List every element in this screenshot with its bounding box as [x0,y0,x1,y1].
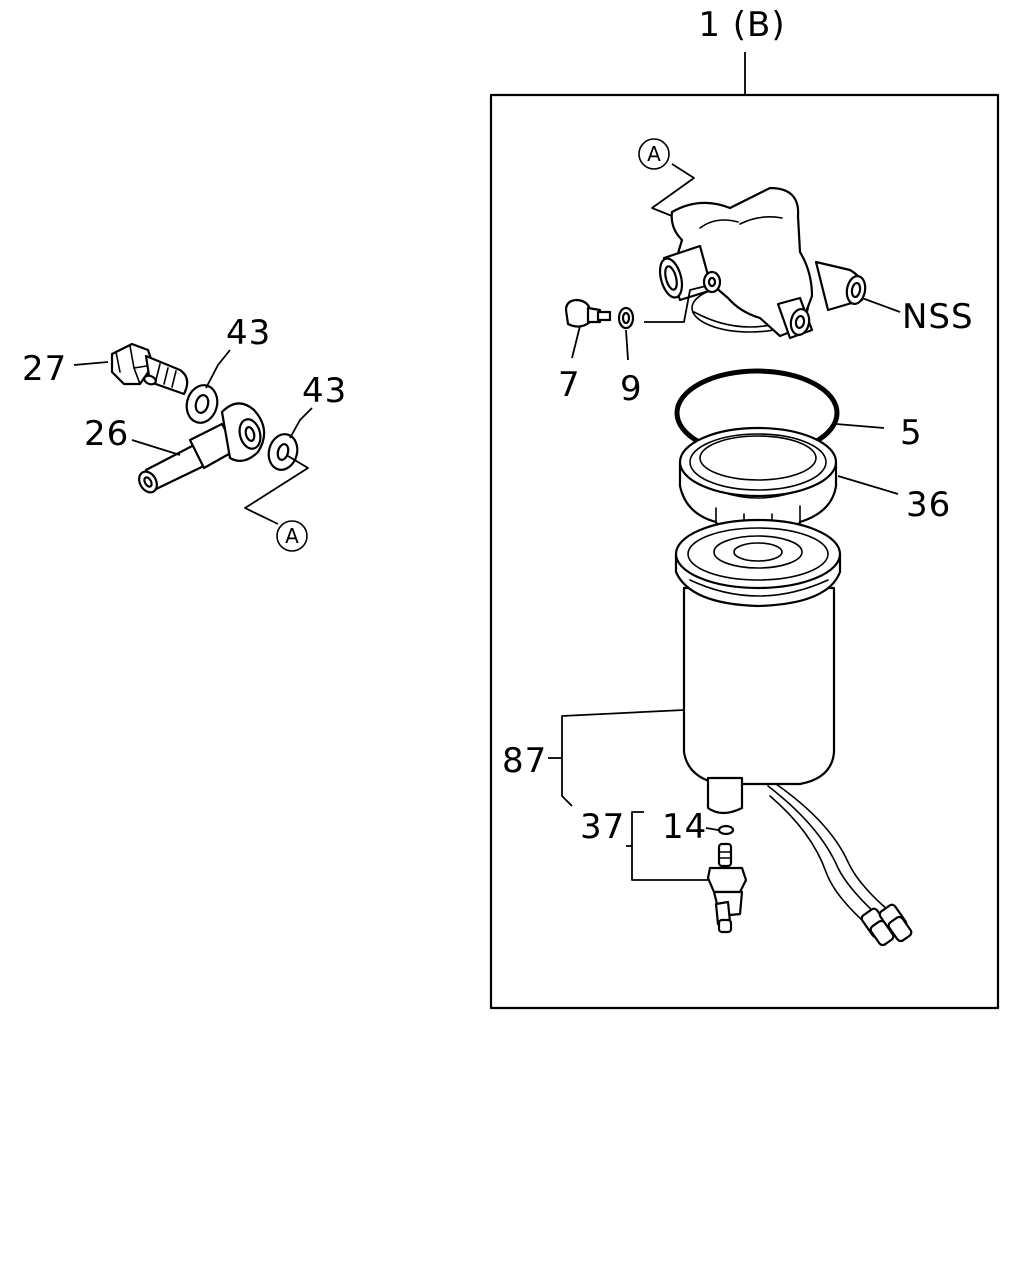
callout-filter-head: NSS [902,297,974,337]
filter-head [658,186,867,340]
svg-text:A: A [647,142,661,166]
callout-small-o-ring: 14 [662,807,707,847]
callout-retaining-ring: 36 [906,485,951,525]
svg-text:A: A [285,524,299,548]
sensor-wires [767,783,913,947]
plug [564,298,612,328]
callout-plug-washer: 9 [620,369,643,409]
reference-marker-left: A [276,520,308,552]
callout-banjo-bolt: 27 [22,349,67,389]
washer-upper [185,384,219,424]
filter-element [674,518,842,815]
reference-marker-right: A [638,138,670,170]
sensor-assembly [706,842,748,934]
small-o-ring [717,824,735,836]
assembly-label: 1 (B) [698,5,785,45]
callout-plug: 7 [558,365,581,405]
callout-o-ring: 5 [900,413,923,453]
callout-filter-element: 87 [502,741,547,781]
banjo-bolt [110,342,189,396]
callout-washer-upper: 43 [226,313,271,353]
washer-lower [267,433,299,471]
plug-washer [617,306,635,330]
callout-banjo-fitting: 26 [84,414,129,454]
callout-sensor-assembly: 37 [580,807,625,847]
retaining-ring [678,426,838,537]
banjo-fitting [138,402,266,494]
callout-washer-lower: 43 [302,371,347,411]
